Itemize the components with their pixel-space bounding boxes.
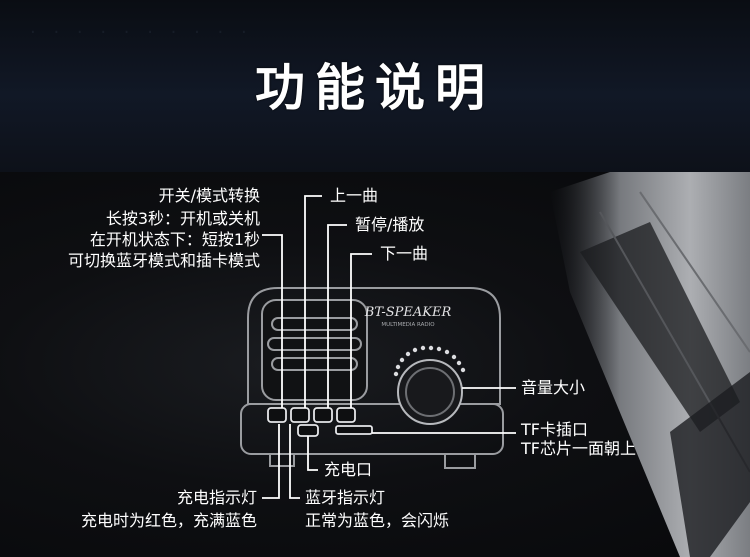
volume-knob xyxy=(397,359,463,425)
play-pause-button xyxy=(313,407,333,423)
tf-slot-label-2: TF芯片一面朝上 xyxy=(521,439,636,458)
power-mode-label-3: 在开机状态下：短按1秒 xyxy=(89,230,260,249)
power-mode-button xyxy=(267,407,287,423)
charge-port xyxy=(297,424,319,437)
prev-track-label: 上一曲 xyxy=(330,186,379,205)
next-track-label: 下一曲 xyxy=(380,244,429,263)
background-texture: · · · · · · · · · · xyxy=(30,22,253,43)
header-banner: · · · · · · · · · · xyxy=(0,0,750,172)
bt-led-label-1: 蓝牙指示灯 xyxy=(305,488,386,507)
tf-slot-label-1: TF卡插口 xyxy=(521,420,588,439)
speaker-foot-right xyxy=(444,453,476,469)
power-mode-label-1: 开关/模式转换 xyxy=(158,186,260,205)
power-mode-label-2: 长按3秒：开机或关机 xyxy=(105,209,260,228)
volume-scale xyxy=(393,345,466,377)
callout-lines xyxy=(262,195,516,499)
device-brand: BT-SPEAKER xyxy=(364,305,452,320)
next-track-button xyxy=(336,407,356,423)
charge-led-label-1: 充电指示灯 xyxy=(176,488,257,507)
bt-led-label-2: 正常为蓝色，会闪烁 xyxy=(305,511,450,530)
speaker-base xyxy=(240,403,504,455)
volume-label: 音量大小 xyxy=(521,378,586,397)
device-subtitle: MULTIMEDIA RADIO xyxy=(381,322,435,328)
pause-play-label: 暂停/播放 xyxy=(355,215,425,234)
power-mode-label-4: 可切换蓝牙模式和插卡模式 xyxy=(67,251,260,270)
charge-led-label-2: 充电时为红色，充满蓝色 xyxy=(80,511,257,530)
piano-keys-image xyxy=(540,172,750,557)
prev-track-button xyxy=(290,407,310,423)
speaker-foot-left xyxy=(269,453,295,467)
speaker-top-body xyxy=(247,287,501,405)
tf-card-slot xyxy=(335,425,373,435)
charge-port-label: 充电口 xyxy=(324,460,373,479)
page-title: 功能说明 xyxy=(255,59,495,117)
